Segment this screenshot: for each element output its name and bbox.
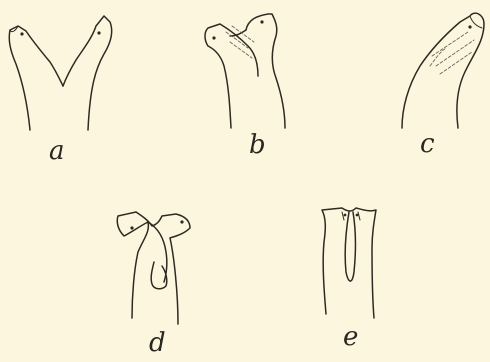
figure-label-e: e [343,324,358,350]
figure-label-d: d [149,330,166,356]
figure-label-b: b [249,132,266,158]
figure-e-drawing [322,208,376,318]
figure-label-c: c [420,131,435,157]
figure-label-a: a [49,138,65,164]
figure-c-drawing [402,13,484,128]
figure-a-drawing [9,16,111,130]
figure-b-drawing [205,14,285,128]
figure-d-drawing [117,212,190,324]
